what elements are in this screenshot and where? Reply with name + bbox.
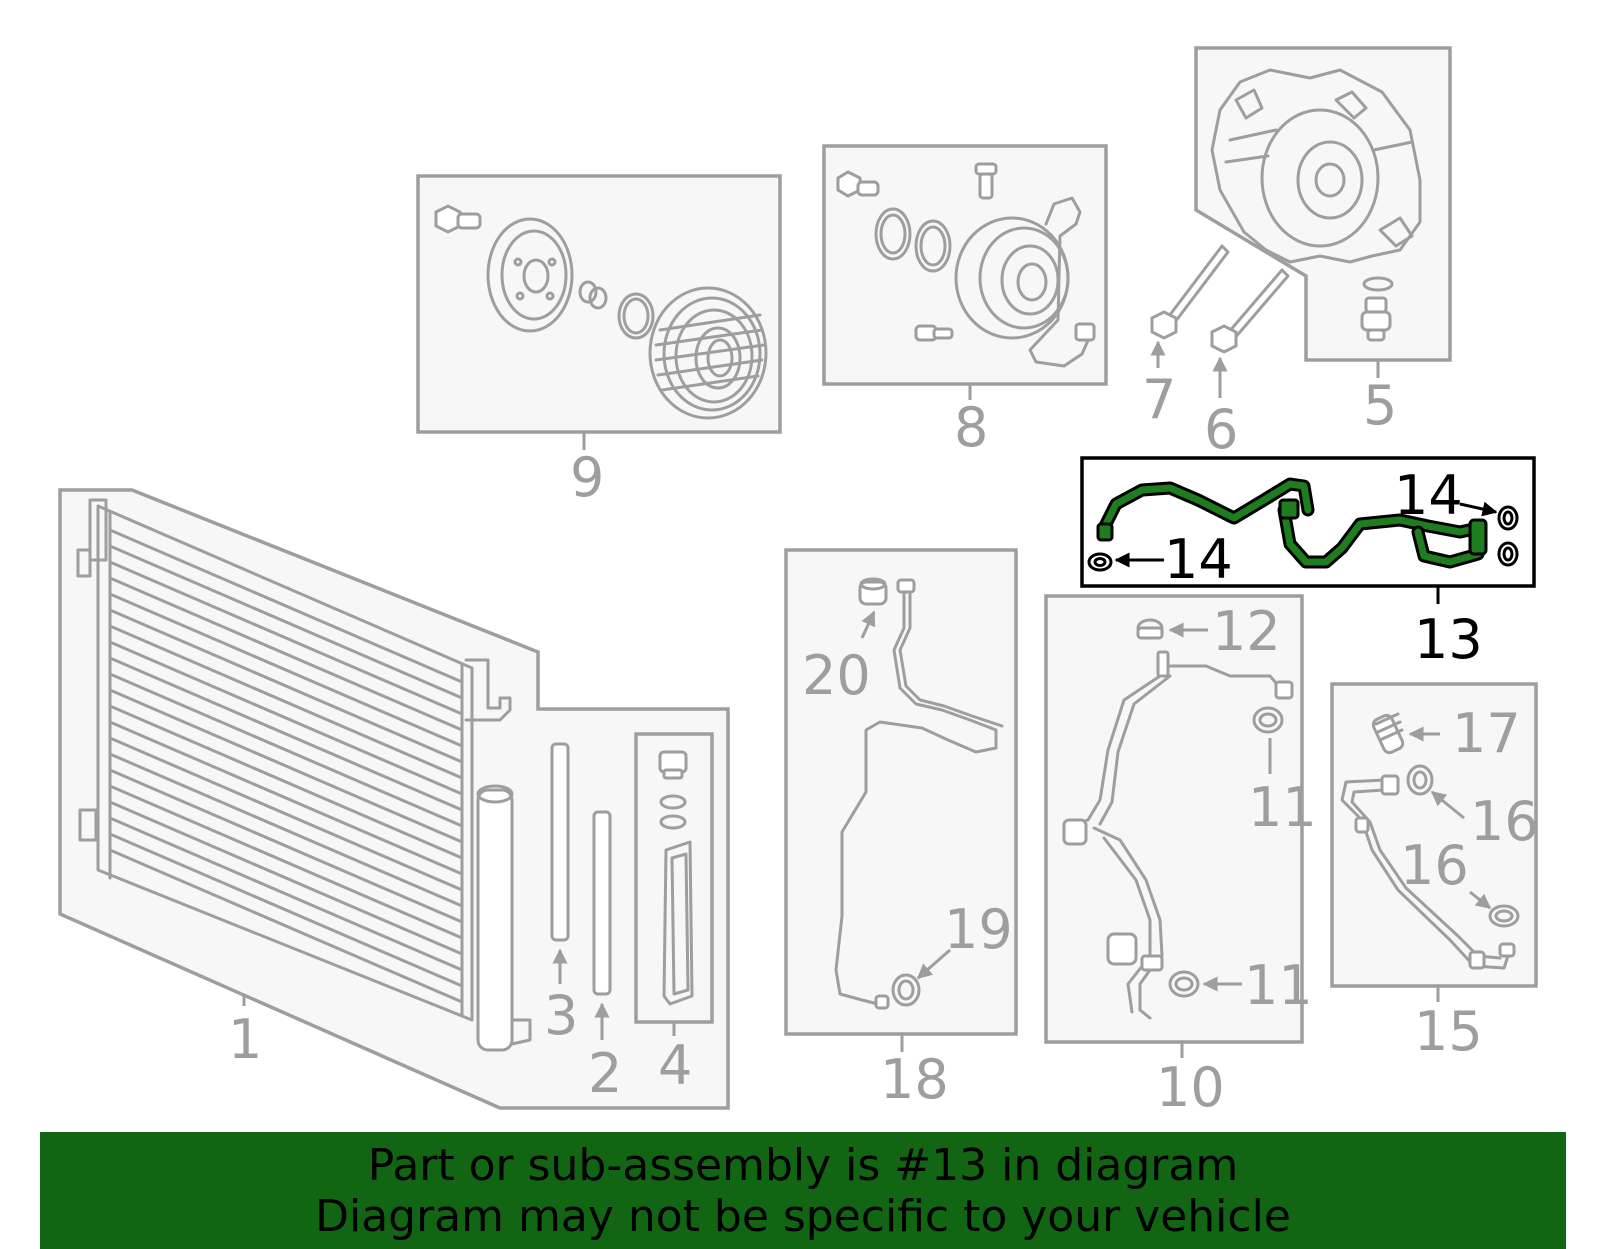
desiccant-cap bbox=[658, 750, 688, 830]
small-line-o-ring-upper bbox=[1406, 764, 1434, 796]
callout-6: 6 bbox=[1204, 398, 1238, 461]
condenser-box-1[interactable]: 1 bbox=[58, 488, 730, 1110]
callout-11-upper: 11 bbox=[1248, 776, 1317, 839]
clutch-hub-plate bbox=[486, 217, 574, 333]
callout-3: 3 bbox=[544, 984, 578, 1047]
field-coil-box-8[interactable]: 8 bbox=[822, 144, 1108, 459]
liquid-line-o-ring bbox=[891, 973, 921, 1007]
small-line-o-ring-lower bbox=[1488, 904, 1520, 928]
callout-16-lower: 16 bbox=[1400, 834, 1469, 897]
liquid-line-cap bbox=[858, 577, 888, 606]
suction-o-ring-lower bbox=[1168, 970, 1200, 998]
desiccant-box-4[interactable]: 4 bbox=[634, 732, 714, 1097]
clutch-bolt bbox=[434, 204, 482, 234]
callout-1: 1 bbox=[228, 1008, 262, 1071]
suction-hose bbox=[1062, 650, 1294, 1020]
callout-7: 7 bbox=[1142, 368, 1176, 431]
discharge-hose-box-13[interactable]: 14 14 13 bbox=[1080, 456, 1536, 671]
callout-20: 20 bbox=[802, 644, 871, 707]
part-info-banner: Part or sub-assembly is #13 in diagram D… bbox=[40, 1132, 1566, 1249]
field-coil bbox=[954, 196, 1096, 368]
receiver-drier bbox=[476, 784, 532, 1052]
suction-o-ring-upper bbox=[1252, 706, 1284, 734]
small-line-pipe bbox=[1340, 774, 1516, 970]
callout-2: 2 bbox=[588, 1042, 622, 1105]
callout-15: 15 bbox=[1414, 1000, 1483, 1063]
callout-14-right: 14 bbox=[1394, 464, 1463, 527]
callout-9: 9 bbox=[570, 446, 604, 509]
hose-o-ring-left bbox=[1087, 552, 1113, 572]
snap-ring bbox=[617, 292, 655, 340]
compressor bbox=[1210, 68, 1422, 264]
callout-8: 8 bbox=[954, 396, 988, 459]
suction-hose-box-10[interactable]: 12 11 11 10 bbox=[1044, 594, 1317, 1119]
snap-ring-pair bbox=[874, 207, 952, 273]
callout-5: 5 bbox=[1363, 374, 1397, 437]
condenser-core bbox=[76, 498, 512, 1022]
callout-17: 17 bbox=[1452, 702, 1521, 765]
compressor-box-5[interactable]: 5 bbox=[1194, 46, 1452, 437]
callout-11-lower: 11 bbox=[1244, 954, 1313, 1017]
callout-13: 13 bbox=[1414, 608, 1483, 671]
mounting-bolt-6[interactable]: 6 bbox=[1204, 268, 1290, 461]
discharge-hose-highlighted bbox=[1096, 477, 1488, 569]
callout-10: 10 bbox=[1156, 1056, 1225, 1119]
suction-cap bbox=[1136, 618, 1164, 640]
callout-18: 18 bbox=[880, 1048, 949, 1111]
small-line-box-15[interactable]: 17 16 16 15 bbox=[1330, 682, 1539, 1063]
hose-o-ring-right bbox=[1497, 505, 1519, 567]
liquid-line-box-18[interactable]: 20 19 18 bbox=[784, 548, 1018, 1111]
liquid-line-pipe bbox=[834, 578, 1004, 1010]
banner-line-1: Part or sub-assembly is #13 in diagram bbox=[367, 1139, 1239, 1191]
small-screw bbox=[914, 162, 998, 342]
callout-12: 12 bbox=[1212, 600, 1281, 663]
service-valve bbox=[1371, 712, 1405, 755]
desiccant-bag bbox=[662, 840, 694, 1006]
clutch-assembly-box-9[interactable]: 9 bbox=[416, 174, 782, 509]
clutch-shim bbox=[578, 280, 608, 310]
callout-19: 19 bbox=[944, 898, 1013, 961]
callout-16-upper: 16 bbox=[1470, 790, 1539, 853]
seal-strip-3[interactable]: 3 bbox=[544, 742, 578, 1047]
pressure-switch bbox=[1360, 276, 1394, 342]
mounting-bolt-7[interactable]: 7 bbox=[1142, 244, 1230, 431]
banner-line-2: Diagram may not be specific to your vehi… bbox=[315, 1190, 1291, 1242]
coil-bolt bbox=[836, 170, 880, 198]
callout-4: 4 bbox=[658, 1034, 692, 1097]
callout-14-left: 14 bbox=[1164, 528, 1233, 591]
seal-strip-2[interactable]: 2 bbox=[588, 810, 622, 1105]
clutch-pulley bbox=[648, 286, 768, 420]
